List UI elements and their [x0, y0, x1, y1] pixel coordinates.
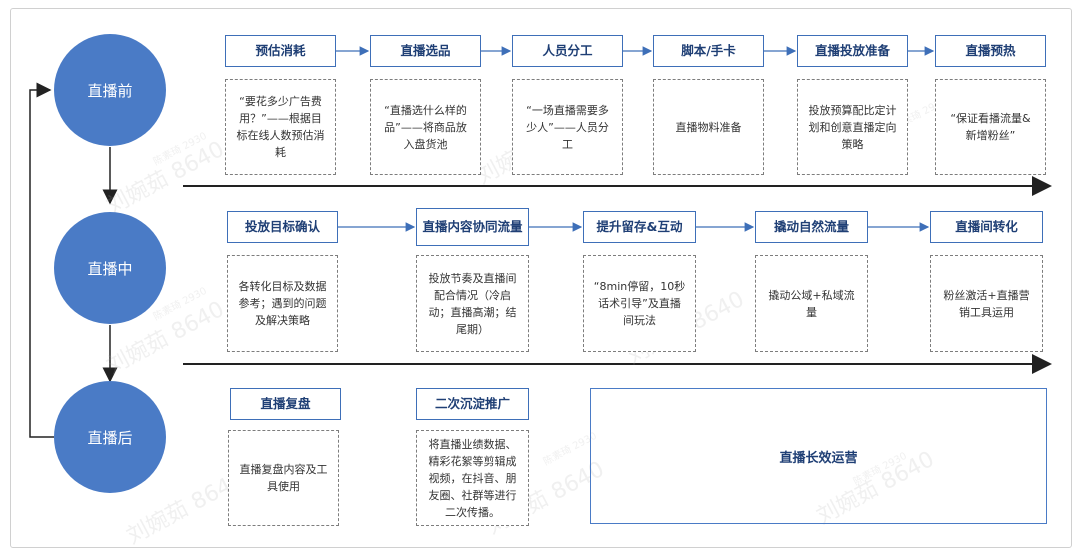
phase-circle-after: 直播后 [54, 381, 166, 493]
diagram-frame [10, 8, 1072, 548]
step-box: 人员分工 [512, 35, 623, 67]
phase-circle-during: 直播中 [54, 212, 166, 324]
step-label: 直播内容协同流量 [422, 219, 523, 234]
step-label: 直播预热 [965, 43, 1016, 58]
step-box: 预估消耗 [225, 35, 336, 67]
step-label: 脚本/手卡 [681, 43, 736, 58]
step-label: 直播间转化 [955, 219, 1018, 234]
step-label: 提升留存&互动 [596, 219, 683, 234]
step-box: 直播投放准备 [797, 35, 908, 67]
step-label: 预估消耗 [255, 43, 306, 58]
description-text: 投放预算配比定计划和创意直播定向策略 [808, 103, 897, 151]
description-box: 投放节奏及直播间配合情况（冷启动；直播高潮；结尾期） [416, 255, 529, 352]
description-text: 撬动公域+私域流量 [768, 288, 855, 319]
step-box: 二次沉淀推广 [416, 388, 529, 420]
step-label: 二次沉淀推广 [434, 396, 510, 411]
long-term-operation-box: 直播长效运营 [590, 388, 1047, 524]
step-box: 直播选品 [370, 35, 481, 67]
description-box: 将直播业绩数据、精彩花絮等剪辑成视频，在抖音、朋友圈、社群等进行二次传播。 [416, 430, 529, 526]
description-text: 投放节奏及直播间配合情况（冷启动；直播高潮；结尾期） [428, 271, 517, 336]
description-box: 直播复盘内容及工具使用 [228, 430, 339, 526]
step-label: 人员分工 [542, 43, 593, 58]
description-box: 粉丝激活+直播营销工具运用 [930, 255, 1043, 352]
description-box: 各转化目标及数据参考；遇到的问题及解决策略 [227, 255, 338, 352]
phase-label: 直播前 [87, 81, 133, 100]
step-box: 直播复盘 [230, 388, 341, 420]
phase-label: 直播中 [87, 259, 133, 278]
description-box: 直播物料准备 [653, 79, 764, 175]
step-label: 直播投放准备 [814, 43, 890, 58]
step-box: 投放目标确认 [227, 211, 338, 243]
step-label: 直播复盘 [260, 396, 311, 411]
step-box: 脚本/手卡 [653, 35, 764, 67]
description-box: 撬动公域+私域流量 [755, 255, 868, 352]
description-box: “要花多少广告费用？”——根据目标在线人数预估消耗 [225, 79, 336, 175]
phase-label: 直播后 [87, 428, 133, 447]
step-label: 撬动自然流量 [773, 219, 849, 234]
step-box: 直播间转化 [930, 211, 1043, 243]
description-text: “直播选什么样的品”——将商品放入盘货池 [384, 103, 467, 151]
description-text: “8min停留，10秒话术引导”及直播间玩法 [593, 280, 686, 327]
description-text: “保证看播流量&新增粉丝” [950, 112, 1031, 142]
step-label: 投放目标确认 [244, 219, 320, 234]
description-box: 投放预算配比定计划和创意直播定向策略 [797, 79, 908, 175]
description-box: “8min停留，10秒话术引导”及直播间玩法 [583, 255, 696, 352]
description-text: 直播物料准备 [675, 120, 742, 134]
description-box: “一场直播需要多少人”——人员分工 [512, 79, 623, 175]
description-text: 直播复盘内容及工具使用 [239, 463, 328, 493]
step-label: 直播选品 [400, 43, 451, 58]
phase-circle-before: 直播前 [54, 34, 166, 146]
step-box: 提升留存&互动 [583, 211, 696, 243]
description-text: “一场直播需要多少人”——人员分工 [526, 103, 609, 151]
description-box: “直播选什么样的品”——将商品放入盘货池 [370, 79, 481, 175]
step-box: 直播预热 [935, 35, 1046, 67]
description-text: 将直播业绩数据、精彩花絮等剪辑成视频，在抖音、朋友圈、社群等进行二次传播。 [428, 437, 517, 519]
step-box: 直播内容协同流量 [416, 208, 529, 246]
description-text: 各转化目标及数据参考；遇到的问题及解决策略 [238, 280, 327, 327]
description-box: “保证看播流量&新增粉丝” [935, 79, 1046, 175]
long-term-operation-label: 直播长效运营 [779, 450, 858, 466]
feedback-loop-arrow [29, 82, 54, 438]
step-box: 撬动自然流量 [755, 211, 868, 243]
description-text: “要花多少广告费用？”——根据目标在线人数预估消耗 [236, 95, 325, 159]
description-text: 粉丝激活+直播营销工具运用 [943, 288, 1030, 319]
